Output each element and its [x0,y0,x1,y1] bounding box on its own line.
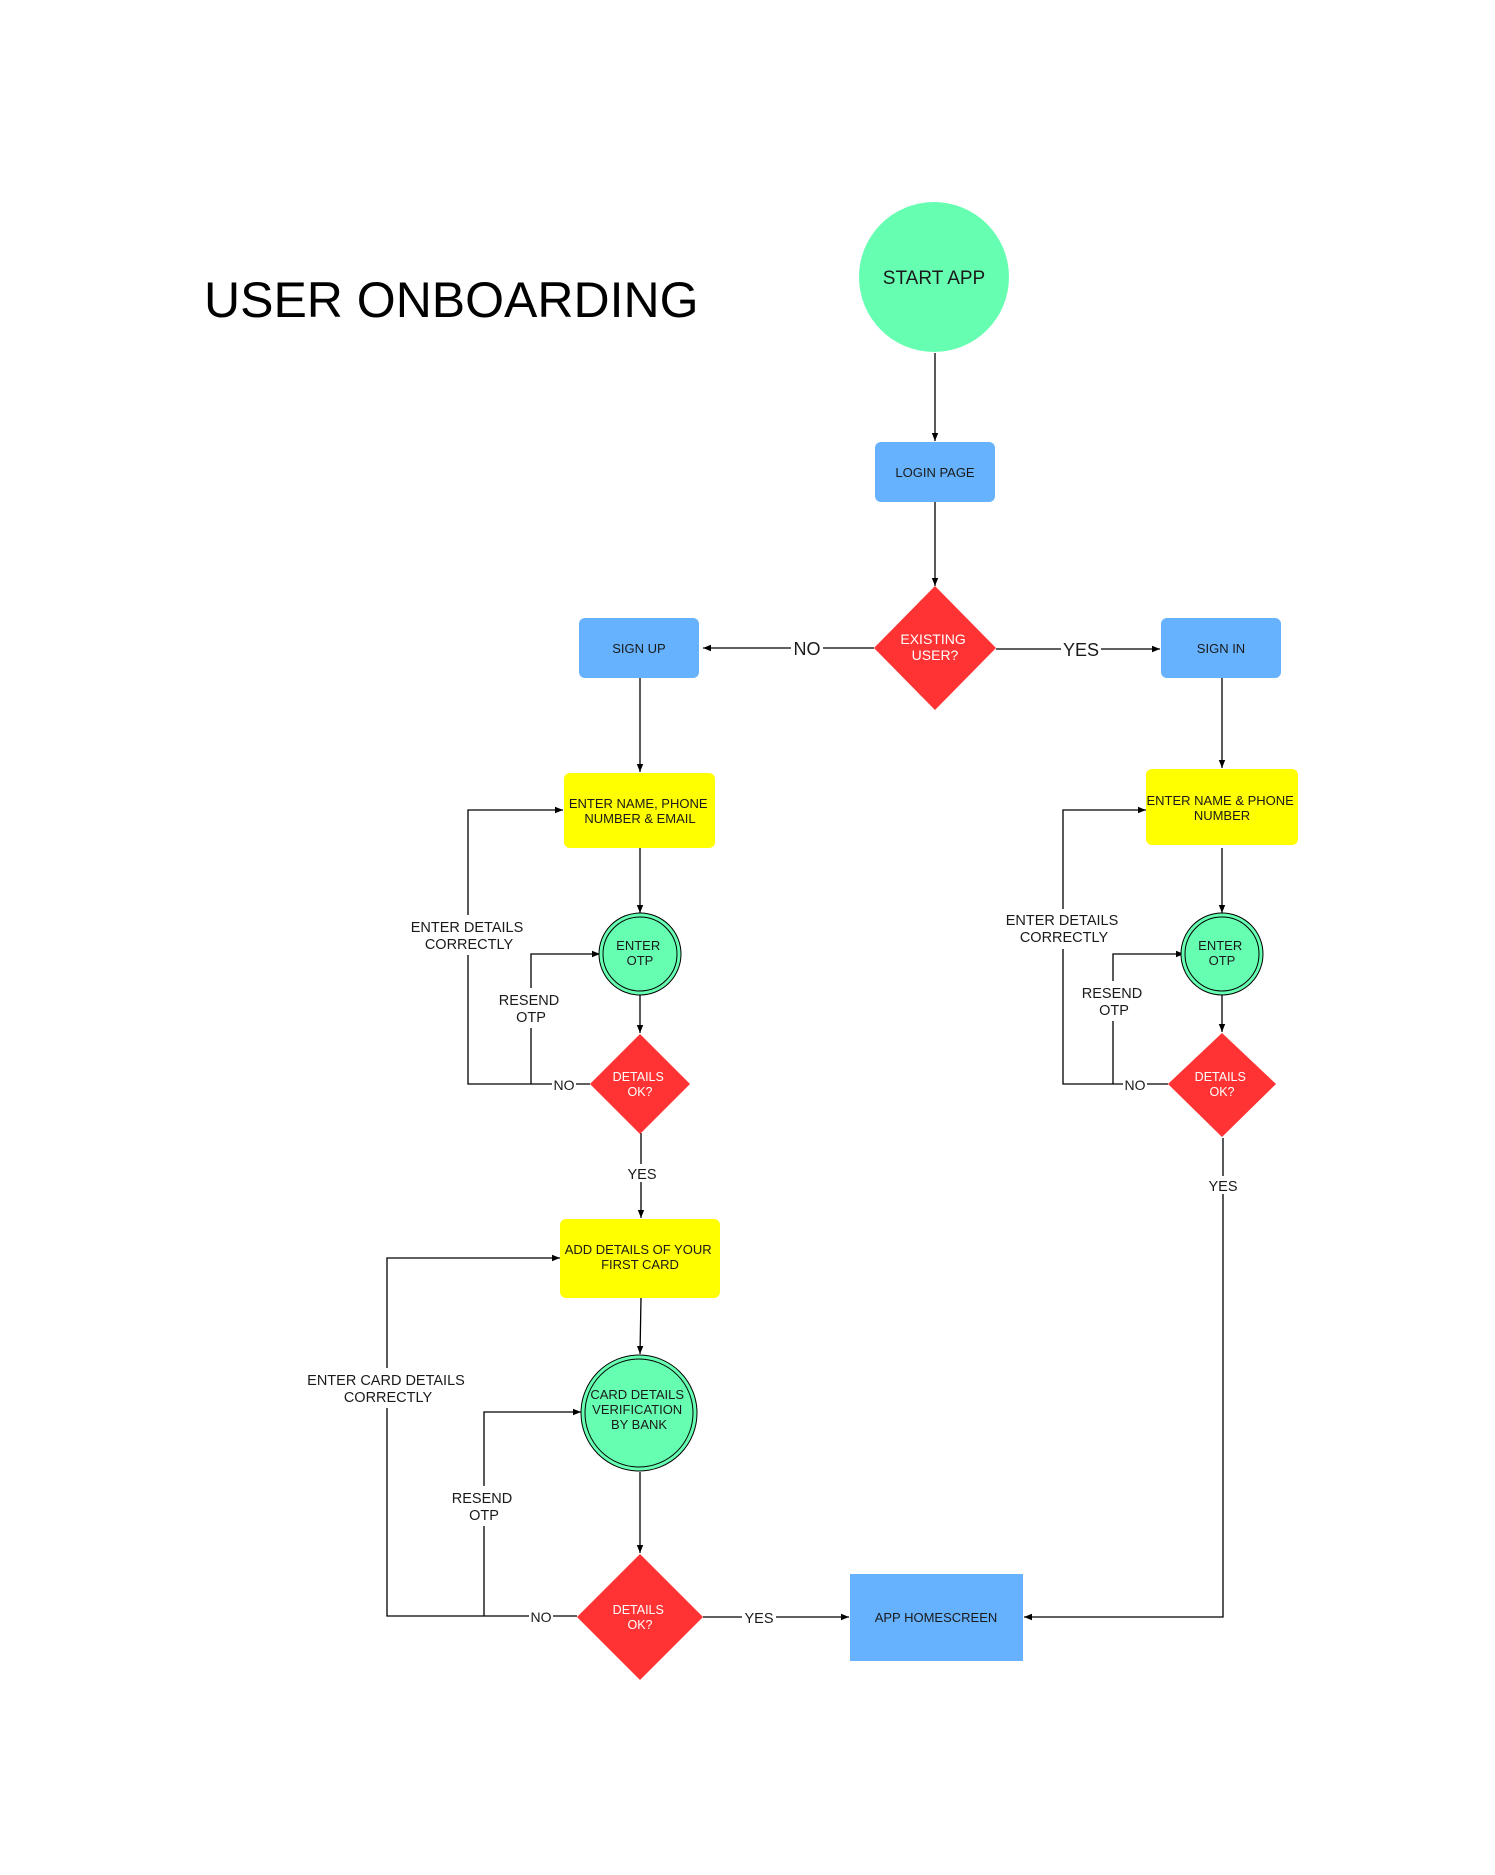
node-sign-in: SIGN IN [1161,618,1281,678]
label-enter-details-right: ENTER DETAILS CORRECTLY [1006,913,1123,946]
svg-text:START APP: START APP [883,268,985,289]
svg-text:ENTER OTP: ENTER OTP [1198,938,1246,968]
node-card-verification: CARD DETAILS VERIFICATION BY BANK [580,1354,698,1472]
svg-text:SIGN IN: SIGN IN [1197,641,1245,656]
label-no-card: NO [531,1609,552,1625]
edge-loop-resend-right [1112,950,1184,1084]
svg-text:EXISTING USER?: EXISTING USER? [900,631,969,663]
edge-loop-resend-left [530,950,600,1084]
label-no-left: NO [554,1077,575,1093]
node-details-ok-card: DETAILS OK? [577,1554,703,1680]
label-yes-right: YES [1208,1179,1237,1195]
edge-right-yes-homescreen [1024,1138,1224,1621]
label-no-top: NO [794,639,821,659]
node-existing-user-decision: EXISTING USER? [874,586,996,710]
edge-addcard-verify [636,1297,644,1355]
edge-loop-card-details [386,1254,577,1617]
svg-text:ENTER NAME & PHONE NUMBE: ENTER NAME & PHONE NUMBER [1147,793,1298,823]
node-login-page: LOGIN PAGE [875,442,995,502]
page-title: USER ONBOARDING [204,272,699,328]
label-yes-left: YES [627,1167,656,1183]
node-sign-up: SIGN UP [579,618,699,678]
node-enter-name-phone: ENTER NAME & PHONE NUMBER [1146,769,1298,845]
svg-text:ENTER NAME, PHONE NUMBER: ENTER NAME, PHONE NUMBER & EMAIL [569,796,711,826]
label-enter-details-left: ENTER DETAILS CORRECTLY [411,920,528,953]
svg-text:DETAILS OK?: DETAILS OK? [1195,1070,1250,1099]
svg-text:DETAILS OK?: DETAILS OK? [613,1070,668,1099]
node-details-ok-left: DETAILS OK? [590,1034,690,1134]
label-no-right: NO [1125,1077,1146,1093]
svg-text:ADD DETAILS OF YOUR FIR: ADD DETAILS OF YOUR FIRST CARD [565,1242,716,1272]
svg-text:ENTER OTP: ENTER OTP [616,938,664,968]
node-enter-otp-left: ENTER OTP [598,912,682,996]
svg-text:DETAILS OK?: DETAILS OK? [613,1603,668,1632]
node-enter-name-phone-email: ENTER NAME, PHONE NUMBER & EMAIL [564,773,715,848]
label-resend-card: RESEND OTP [452,1491,516,1524]
svg-text:LOGIN PAGE: LOGIN PAGE [895,465,975,480]
label-enter-card-details: ENTER CARD DETAILS CORRECTLY [307,1373,469,1406]
svg-text:APP HOMESCREEN: APP HOMESCREEN [875,1610,998,1625]
node-app-homescreen: APP HOMESCREEN [850,1574,1023,1661]
edge-labels: NO YES ENTER DETAILS CORRECTLY RESEND OT… [307,636,1242,1627]
svg-text:CARD DETAILS VERIFICATIO: CARD DETAILS VERIFICATION BY BANK [590,1387,687,1432]
node-enter-otp-right: ENTER OTP [1180,912,1264,996]
node-start-app: START APP [859,202,1009,352]
label-yes-card: YES [744,1611,773,1627]
label-yes-top: YES [1063,640,1099,660]
label-resend-right: RESEND OTP [1082,986,1146,1019]
edge-loop-resend-card [483,1408,581,1616]
node-add-first-card: ADD DETAILS OF YOUR FIRST CARD [560,1219,720,1298]
svg-text:SIGN UP: SIGN UP [612,641,665,656]
edges [386,353,1226,1621]
node-details-ok-right: DETAILS OK? [1168,1033,1276,1137]
label-resend-left: RESEND OTP [499,993,563,1026]
